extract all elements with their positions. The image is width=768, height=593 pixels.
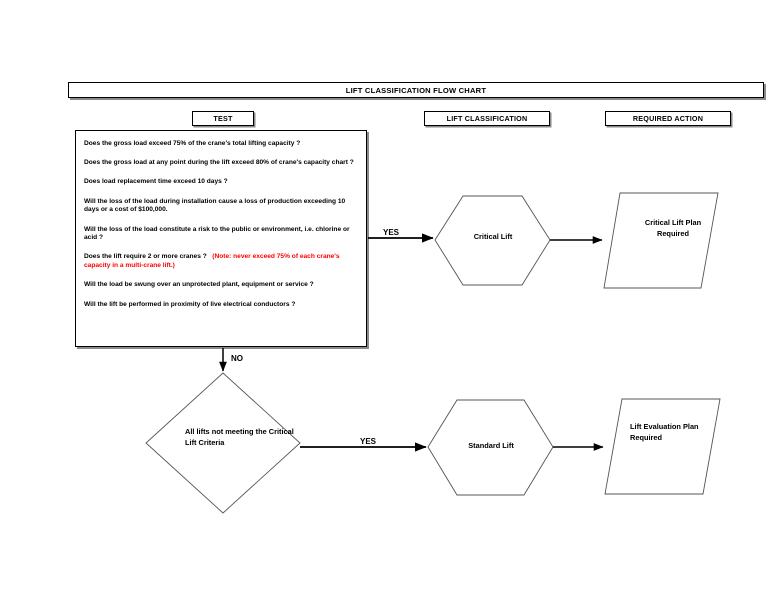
column-header-test: TEST [192, 111, 254, 126]
multi-crane-note: (Note: never exceed 75% of each crane's … [84, 253, 340, 270]
label-critical-lift-plan-required: Critical Lift Plan Required [644, 218, 702, 238]
label-standard-lift: Standard Lift [468, 441, 514, 450]
column-header-lift-classification: LIFT CLASSIFICATION [424, 111, 550, 126]
column-header-test-label: TEST [213, 114, 233, 123]
chart-title-box: LIFT CLASSIFICATION FLOW CHART [68, 82, 764, 98]
column-header-required-action-label: REQUIRED ACTION [632, 114, 704, 123]
edge-label-yes-critical: YES [383, 228, 400, 237]
label-decision-criteria: All lifts not meeting the Critical Lift … [185, 427, 294, 447]
label-lift-evaluation-plan-required: Lift Evaluation Plan Required [630, 422, 699, 442]
criteria-question-4: Will the loss of the load during install… [84, 197, 346, 214]
criteria-question-6: Does the lift require 2 or more cranes ?… [84, 253, 358, 270]
shape-lift-evaluation-plan-parallelogram [604, 398, 721, 495]
edge-label-yes-standard: YES [360, 437, 377, 446]
criteria-question-1: Does the gross load exceed 75% of the cr… [84, 140, 301, 147]
critical-lift-criteria-box: Does the gross load exceed 75% of the cr… [75, 130, 367, 347]
criteria-question-8: Will the lift be performed in proximity … [84, 300, 296, 308]
column-header-lift-classification-label: LIFT CLASSIFICATION [446, 114, 528, 123]
page-title: LIFT CLASSIFICATION FLOW CHART [345, 85, 487, 95]
label-critical-lift: Critical Lift [473, 232, 513, 241]
criteria-question-7: Will the load be swung over an unprotect… [84, 281, 314, 289]
criteria-question-5: Will the loss of the load constitute a r… [84, 225, 350, 242]
shape-critical-lift-plan-parallelogram [603, 192, 719, 289]
criteria-question-6-text: Does the lift require 2 or more cranes ? [84, 253, 207, 261]
criteria-question-2: Does the gross load at any point during … [84, 159, 354, 167]
edge-label-no: NO [231, 354, 243, 363]
criteria-question-3: Does load replacement time exceed 10 day… [84, 178, 228, 186]
column-header-required-action: REQUIRED ACTION [605, 111, 731, 126]
